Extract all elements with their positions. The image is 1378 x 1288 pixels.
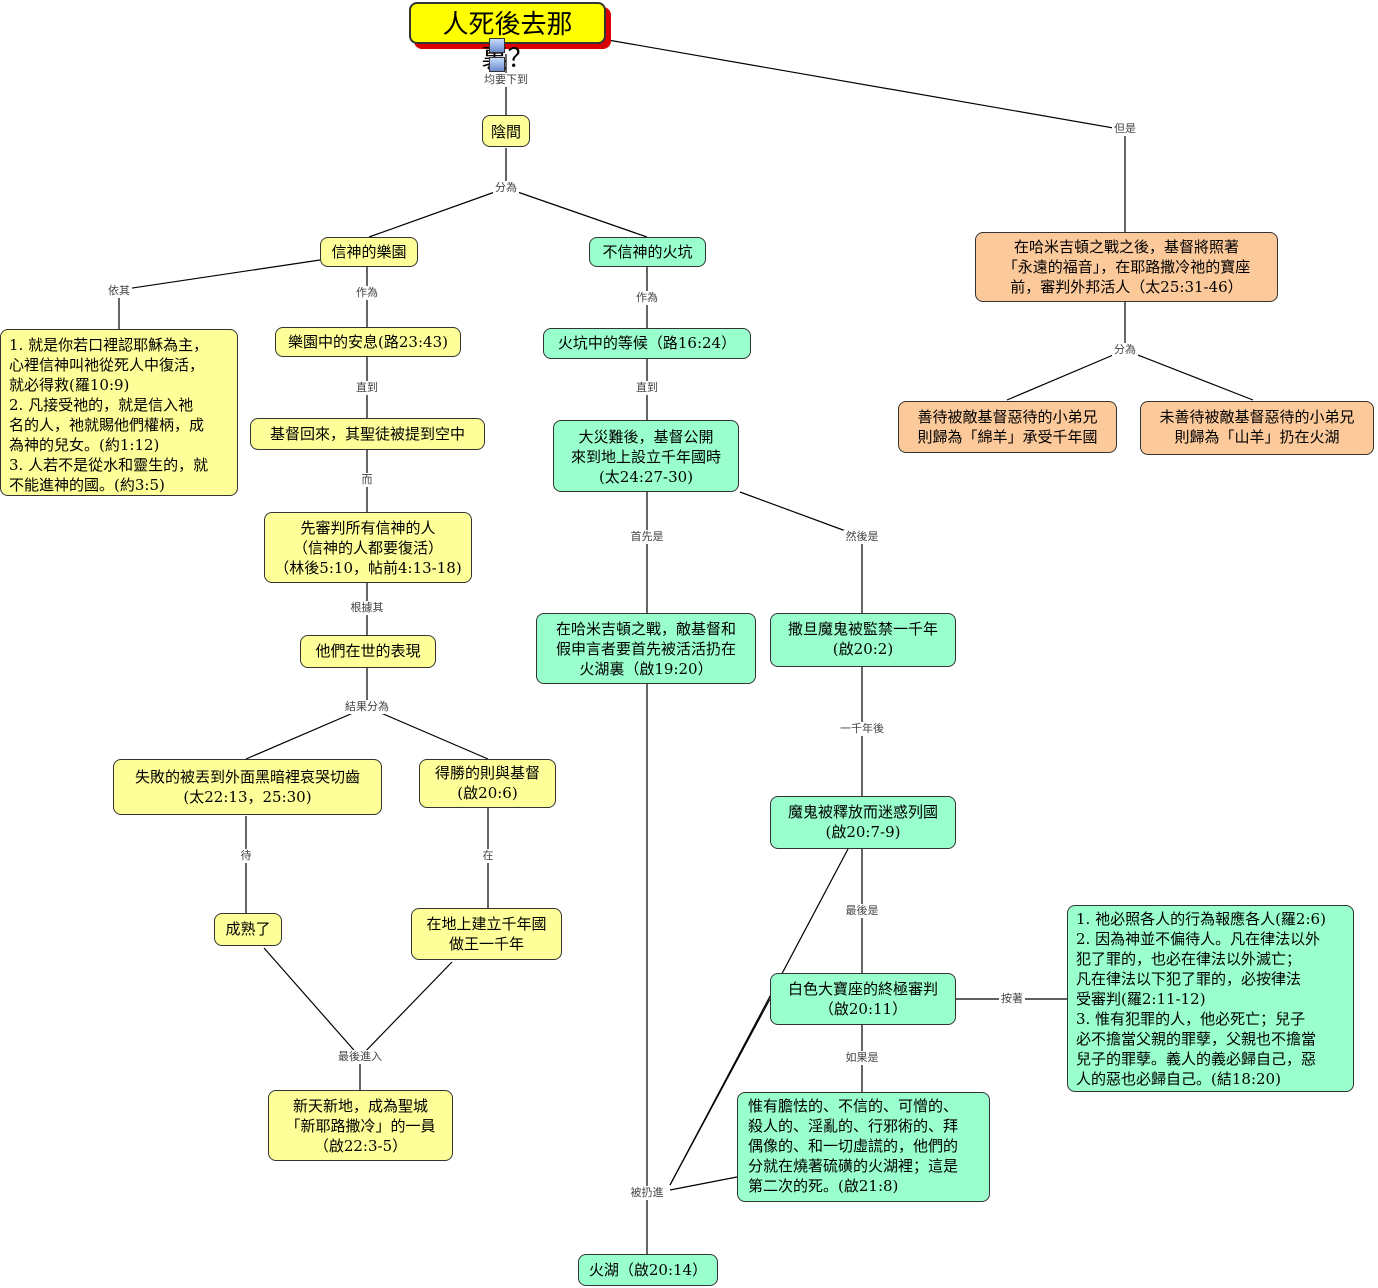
label-await: 待 [238,849,254,863]
node-goats[interactable]: 未善待被敵基督惡待的小弟兄 則歸為「山羊」扔在火湖 [1140,401,1374,455]
label-result-divided: 結果分為 [343,700,391,714]
node-sheep[interactable]: 善待被敵基督惡待的小弟兄 則歸為「綿羊」承受千年國 [898,401,1117,453]
node-pit[interactable]: 不信神的火坑 [589,237,706,267]
label-until-tribulation: 直到 [634,381,660,395]
node-salvation[interactable]: 1. 就是你若口裡認耶穌為主， 心裡信神叫祂從死人中復活， 就必得救(羅10:9… [0,329,238,496]
label-until-rapture: 直到 [354,381,380,395]
node-hades[interactable]: 陰間 [482,115,530,147]
label-after-thousand: 一千年後 [838,722,886,736]
node-mature[interactable]: 成熟了 [214,913,282,946]
node-winners[interactable]: 得勝的則與基督 (啟20:6) [419,759,556,808]
label-at: 在 [480,849,496,863]
label-divided-into: 分為 [493,181,519,195]
node-reign[interactable]: 在地上建立千年國 做王一千年 [411,908,562,960]
label-as-rest: 作為 [354,286,380,300]
label-according-to: 依其 [106,284,132,298]
diagram-icon[interactable] [489,38,505,53]
node-armageddon[interactable]: 在哈米吉頓之戰，敵基督和 假申言者要首先被活活扔在 火湖裏（啟19:20） [536,613,756,684]
label-finally-is: 最後是 [843,904,881,918]
node-tribulation[interactable]: 大災難後，基督公開 來到地上設立千年國時 (太24:27-30) [553,420,739,492]
node-satan-bound[interactable]: 撒旦魔鬼被監禁一千年 (啟20:2) [770,613,956,667]
label-if-is: 如果是 [843,1051,881,1065]
label-but: 但是 [1112,122,1138,136]
node-conduct[interactable]: 他們在世的表現 [300,635,436,668]
film-icon[interactable] [489,57,505,72]
node-new-jerusalem[interactable]: 新天新地，成為聖城 「新耶路撒冷」的一員 （啟22:3-5） [268,1090,453,1161]
node-rapture[interactable]: 基督回來，其聖徒被提到空中 [250,418,485,450]
page-title[interactable]: 人死後去那裏？ [409,2,606,74]
node-satan-released[interactable]: 魔鬼被釋放而迷惑列國 (啟20:7-9) [770,796,956,849]
label-all-go-down: 均要下到 [482,73,530,87]
label-as-wait: 作為 [634,291,660,305]
node-paradise-rest[interactable]: 樂園中的安息(路23:43) [275,327,461,357]
label-first-is: 首先是 [628,530,666,544]
label-divided-into-2: 分為 [1112,343,1138,357]
node-wait-in-pit[interactable]: 火坑中的等候（路16:24） [543,328,751,359]
label-thrown-in: 被扔進 [628,1186,666,1200]
label-based-on: 根據其 [348,601,386,615]
node-losers[interactable]: 失敗的被丟到外面黑暗裡哀哭切齒 (太22:13，25:30) [113,759,382,815]
label-then-is: 然後是 [843,530,881,544]
label-and: 而 [359,473,375,487]
label-finally-enter: 最後進入 [336,1050,384,1064]
node-olivet-judgment[interactable]: 在哈米吉頓之戰之後，基督將照著 「永遠的福音」，在耶路撒冷祂的寶座 前，審判外邦… [975,232,1278,302]
node-judgment-principles[interactable]: 1. 祂必照各人的行為報應各人(羅2:6) 2. 因為神並不偏待人。凡在律法以外… [1067,905,1354,1092]
node-white-throne[interactable]: 白色大寶座的終極審判 （啟20:11） [770,973,956,1025]
node-paradise[interactable]: 信神的樂園 [320,237,418,267]
node-judge-believers[interactable]: 先審判所有信神的人 （信神的人都要復活） （林後5:10，帖前4:13-18) [264,512,472,583]
attachment-icons[interactable] [489,38,523,72]
node-cowardly[interactable]: 惟有膽怯的、不信的、可憎的、 殺人的、淫亂的、行邪術的、拜 偶像的、和一切虛謊的… [737,1092,990,1202]
node-lake-of-fire[interactable]: 火湖（啟20:14） [578,1254,718,1286]
label-according-to-principles: 按著 [999,992,1025,1006]
